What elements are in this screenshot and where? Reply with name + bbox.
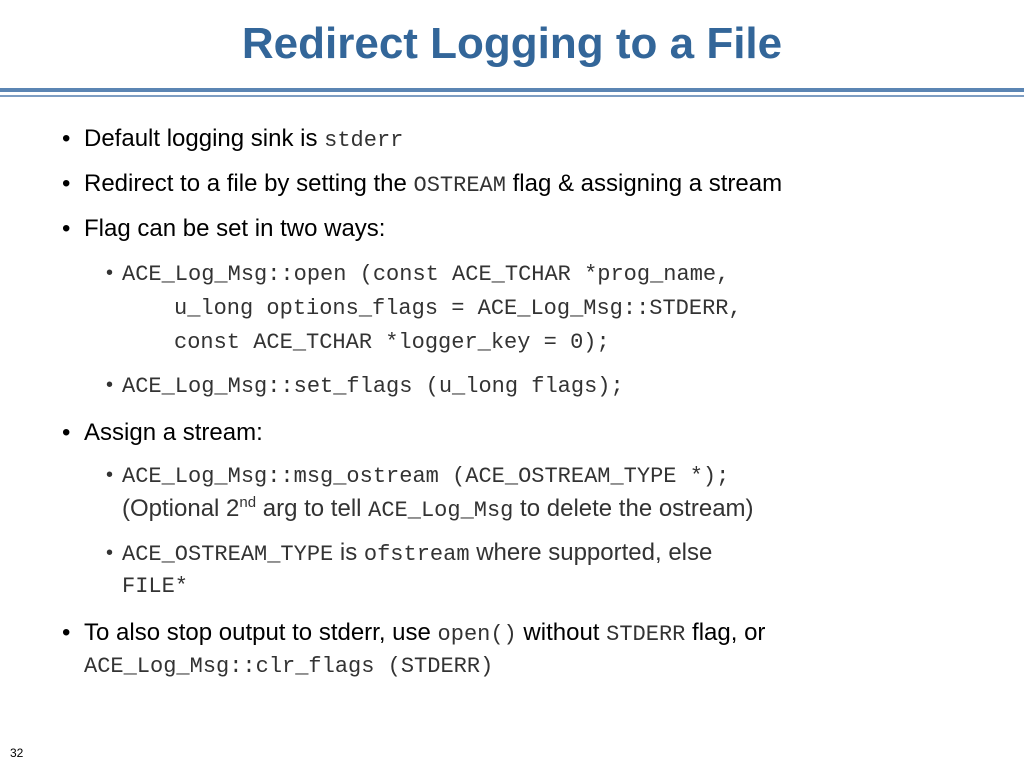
slide-title: Redirect Logging to a File — [241, 19, 783, 68]
title-divider-thin — [0, 95, 1024, 97]
code-open-line-3: const ACE_TCHAR *logger_key = 0); — [174, 330, 610, 355]
inline-code: open() — [437, 622, 517, 647]
bullet-text: flag, or — [685, 619, 766, 646]
code-clr-flags: ACE_Log_Msg::clr_flags (STDERR) — [84, 654, 494, 679]
note-text: where supported, else — [469, 539, 713, 566]
code-open-line-2: u_long options_flags = ACE_Log_Msg::STDE… — [174, 296, 742, 321]
inline-code: ofstream — [363, 542, 470, 567]
code-open-line-1: ACE_Log_Msg::open (const ACE_TCHAR *prog… — [122, 262, 730, 287]
inline-code: ACE_OSTREAM_TYPE — [122, 542, 334, 567]
inline-code: stderr — [324, 128, 404, 153]
sub-bullet-marker: • — [106, 374, 114, 396]
bullet-default-sink: Default logging sink is stderr — [84, 124, 403, 156]
sub-bullet-marker: • — [106, 542, 114, 564]
bullet-assign-stream: Assign a stream: — [84, 419, 263, 446]
bullet-marker: • — [62, 170, 71, 197]
bullet-text: Redirect to a file by setting the — [84, 170, 414, 197]
bullet-marker: • — [62, 125, 71, 152]
inline-code: ACE_Log_Msg — [368, 498, 514, 523]
optional-arg-note: (Optional 2nd arg to tell ACE_Log_Msg to… — [122, 494, 754, 526]
note-text: to delete the ostream) — [513, 495, 754, 522]
inline-code: STDERR — [606, 622, 686, 647]
sub-bullet-marker: • — [106, 262, 114, 284]
note-text: (Optional 2 — [122, 495, 240, 522]
bullet-stop-stderr: To also stop output to stderr, use open(… — [84, 618, 765, 650]
bullet-marker: • — [62, 215, 71, 242]
title-divider — [0, 88, 1024, 92]
bullet-text: Default logging sink is — [84, 125, 325, 152]
note-text: arg to tell — [256, 495, 369, 522]
bullet-marker: • — [62, 619, 71, 646]
bullet-redirect: Redirect to a file by setting the OSTREA… — [84, 169, 782, 201]
bullet-flag-ways: Flag can be set in two ways: — [84, 215, 386, 242]
inline-code: OSTREAM — [413, 173, 506, 198]
bullet-text: To also stop output to stderr, use — [84, 619, 438, 646]
code-file-ptr: FILE* — [122, 574, 189, 599]
slide-number: 32 — [10, 746, 24, 760]
ordinal-sup: nd — [239, 494, 257, 511]
bullet-marker: • — [62, 419, 71, 446]
ostream-type-note: ACE_OSTREAM_TYPE is ofstream where suppo… — [122, 538, 712, 570]
bullet-text: flag & assigning a stream — [505, 170, 783, 197]
bullet-text: without — [516, 619, 607, 646]
code-set-flags: ACE_Log_Msg::set_flags (u_long flags); — [122, 374, 624, 399]
sub-bullet-marker: • — [106, 464, 114, 486]
note-text: is — [333, 539, 364, 566]
code-msg-ostream: ACE_Log_Msg::msg_ostream (ACE_OSTREAM_TY… — [122, 464, 730, 489]
